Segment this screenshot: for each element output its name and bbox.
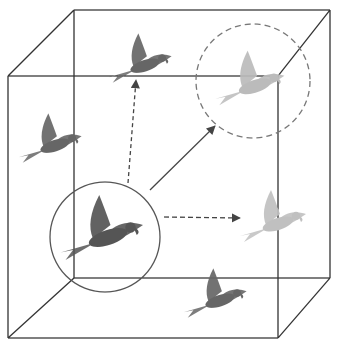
arrow-diagonal <box>150 126 215 190</box>
arrow-right <box>164 217 240 218</box>
cube-edge-top-left <box>8 10 74 76</box>
parrot-icon <box>184 268 247 317</box>
parrot-icon <box>61 195 144 260</box>
arrow-up <box>128 80 136 183</box>
cube <box>8 10 330 338</box>
cube-edge-bottom-left <box>8 278 74 338</box>
parrot-icon <box>19 113 82 162</box>
parrot-icon <box>240 190 306 242</box>
parrot-icon <box>215 51 284 106</box>
cube-edge-top-right <box>278 10 330 76</box>
cube-edge-bottom-right <box>278 278 330 338</box>
